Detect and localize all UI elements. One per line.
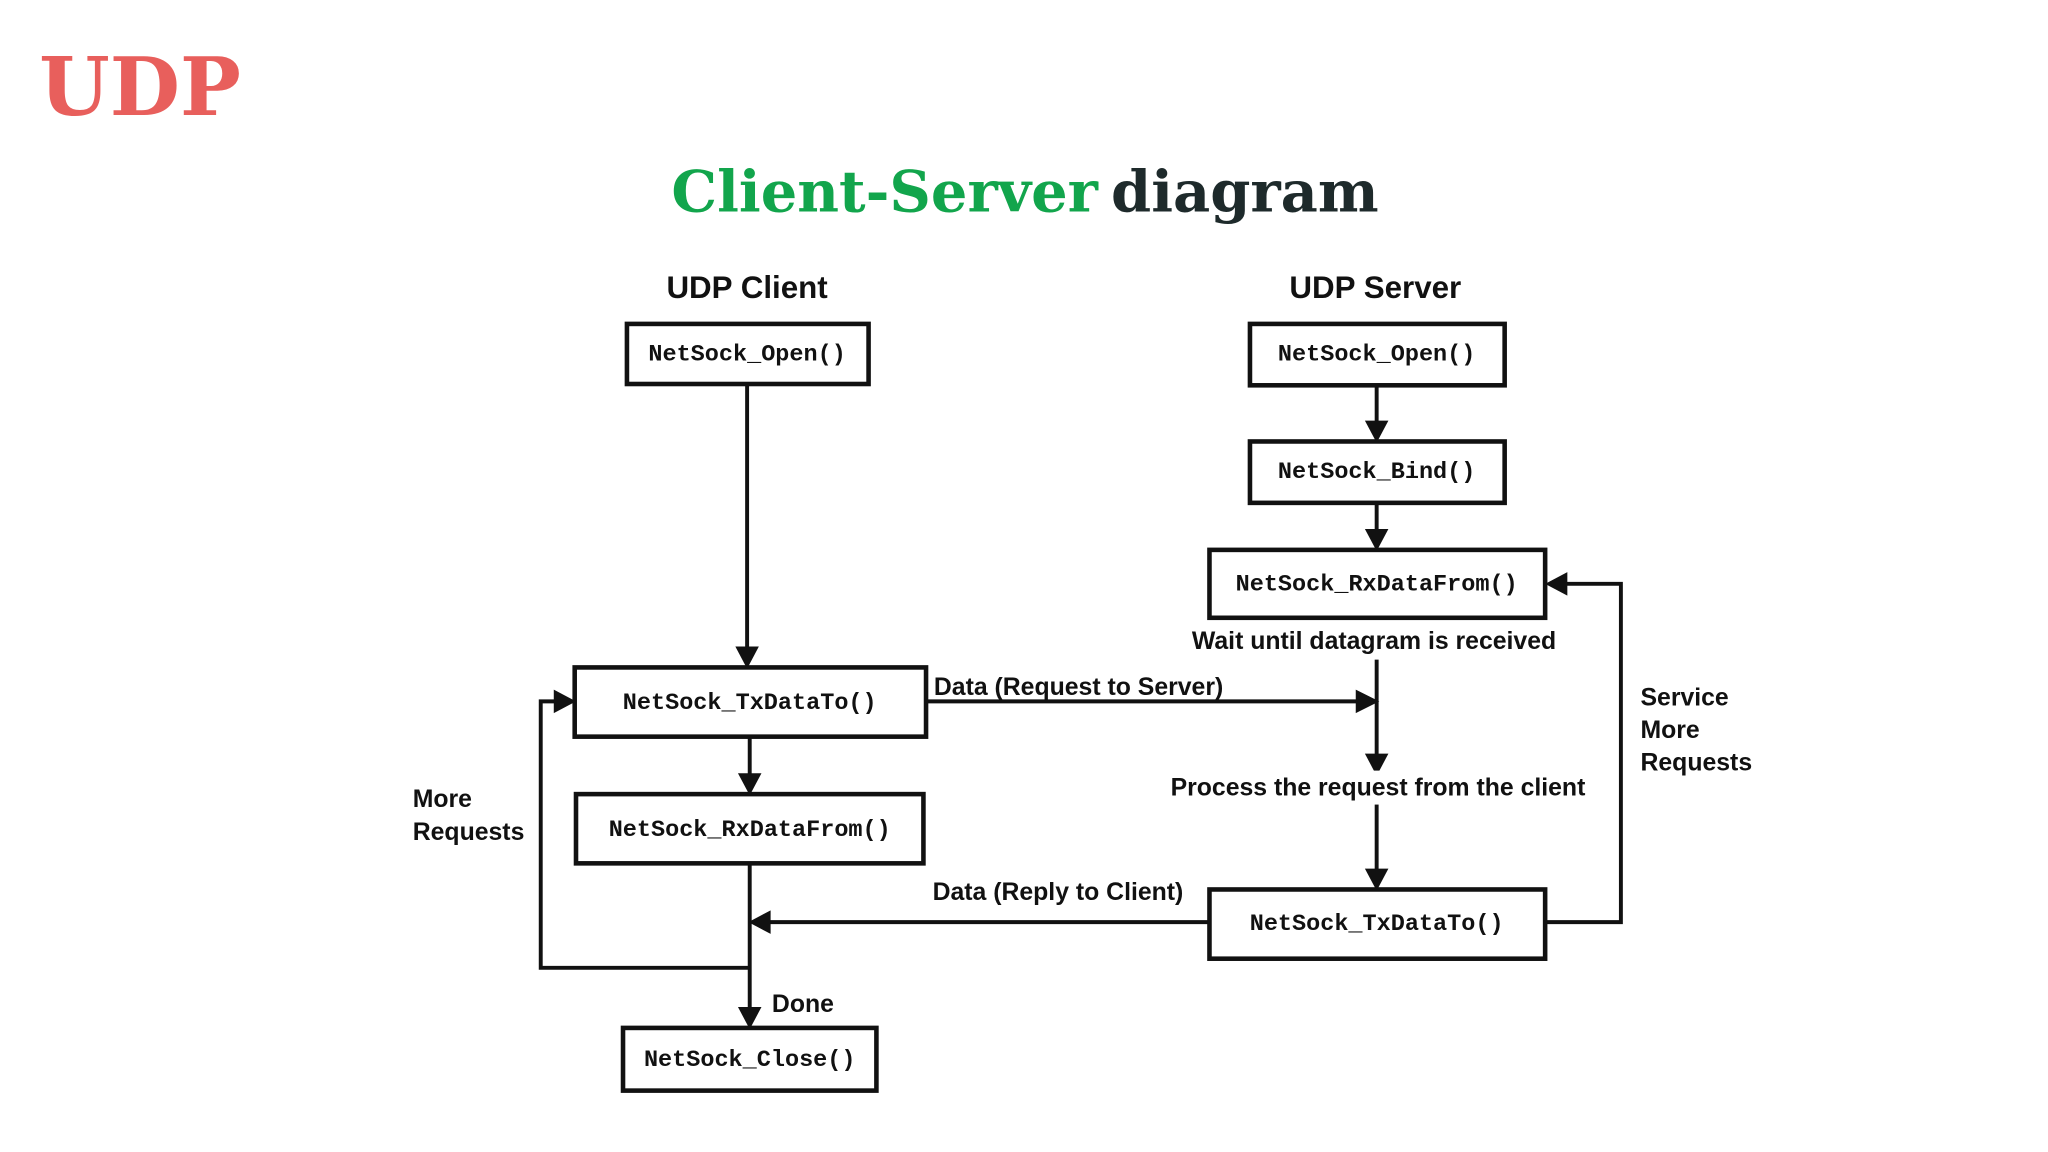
box-server-rx: NetSock_RxDataFrom() [1207, 547, 1548, 621]
box-label: NetSock_Open() [1278, 341, 1475, 368]
box-label: NetSock_TxDataTo() [623, 690, 877, 717]
box-server-open: NetSock_Open() [1247, 321, 1507, 388]
box-server-bind: NetSock_Bind() [1247, 439, 1507, 506]
label-service-1: Service [1640, 684, 1728, 711]
label-more-requests-1: More [413, 786, 472, 813]
box-client-close: NetSock_Close() [620, 1025, 879, 1093]
loop-more-requests [538, 699, 750, 970]
label-service-3: Requests [1640, 750, 1752, 777]
slide-title: UDP [39, 40, 241, 135]
box-label: NetSock_RxDataFrom() [609, 817, 891, 844]
box-client-open: NetSock_Open() [624, 321, 871, 387]
label-done: Done [772, 991, 834, 1018]
label-reply: Data (Reply to Client) [933, 879, 1184, 906]
label-request: Data (Request to Server) [934, 674, 1223, 701]
box-client-rx: NetSock_RxDataFrom() [573, 791, 926, 866]
subtitle-highlight: Client-Server [671, 158, 1098, 226]
arrowheads [553, 420, 1568, 1030]
box-label: NetSock_Bind() [1278, 459, 1475, 486]
subtitle-rest: diagram [1111, 158, 1379, 226]
client-header: UDP Client [666, 270, 828, 305]
box-label: NetSock_TxDataTo() [1250, 911, 1504, 938]
connectors [538, 383, 1623, 1030]
udp-diagram: UDP Client UDP Server [413, 270, 1752, 1093]
box-client-tx: NetSock_TxDataTo() [572, 665, 929, 739]
label-wait: Wait until datagram is received [1192, 628, 1556, 655]
label-process: Process the request from the client [1171, 774, 1586, 801]
loop-service-more [1545, 581, 1623, 925]
label-more-requests-2: Requests [413, 819, 525, 846]
box-label: NetSock_Close() [644, 1047, 856, 1074]
server-header: UDP Server [1289, 270, 1461, 305]
box-server-tx: NetSock_TxDataTo() [1207, 887, 1548, 961]
label-service-2: More [1640, 717, 1699, 744]
box-label: NetSock_Open() [648, 341, 845, 368]
box-label: NetSock_RxDataFrom() [1236, 571, 1518, 598]
